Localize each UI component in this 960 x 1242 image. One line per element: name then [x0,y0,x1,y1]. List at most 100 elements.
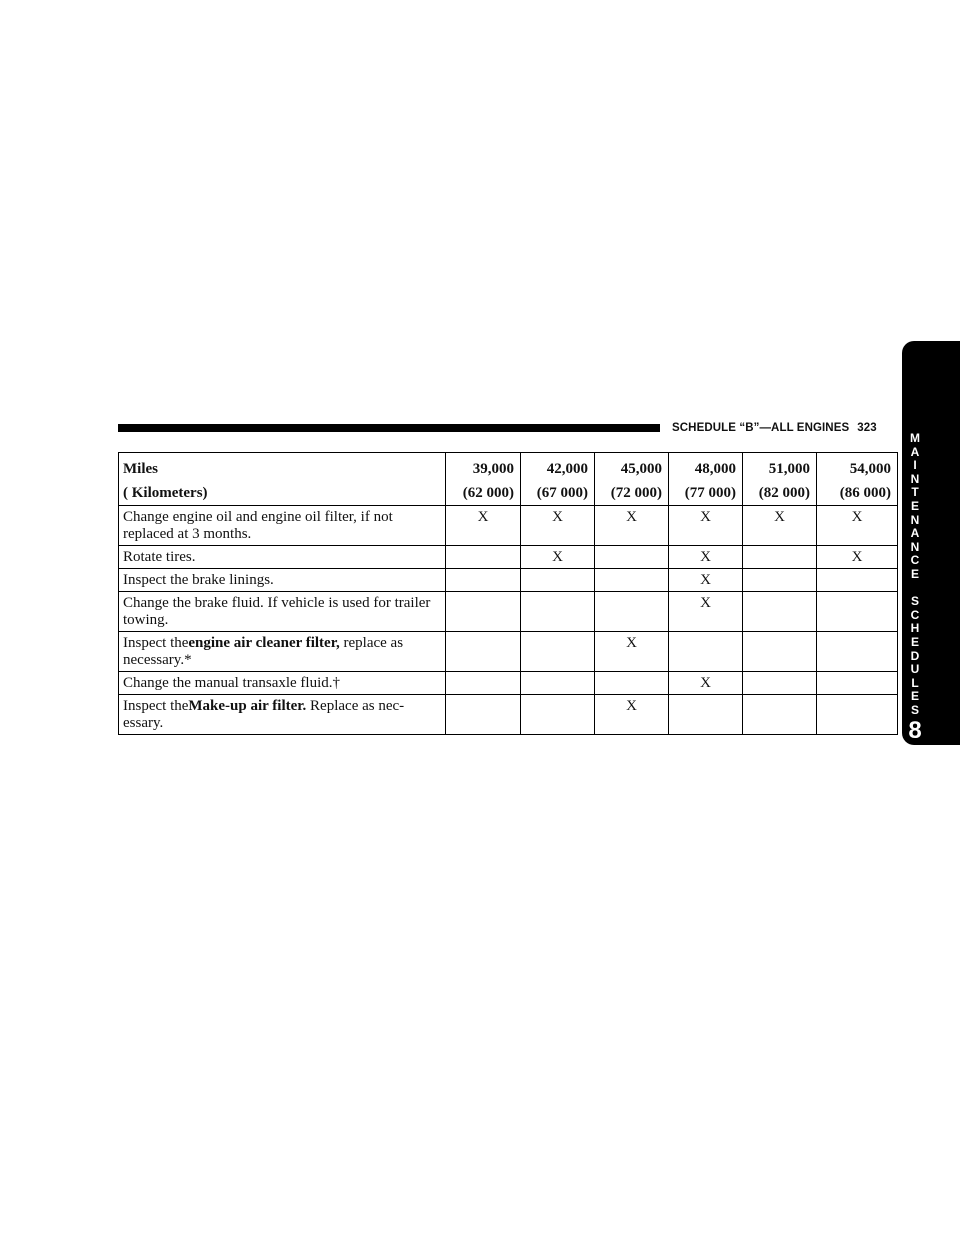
interval-kilometers: (67 000) [536,485,588,501]
task-text: Inspect the brake linings. [123,572,274,588]
service-mark [520,568,595,592]
table-row: Inspect theMake-up air filter. Replace a… [118,694,898,735]
maintenance-task: Inspect theengine air cleaner filter, re… [118,631,446,672]
chapter-tab-letter: A [910,444,920,459]
maintenance-task: Inspect theMake-up air filter. Replace a… [118,694,446,735]
maintenance-task: Rotate tires. [118,545,446,569]
chapter-tab-letter: H [910,621,920,636]
service-mark [594,568,669,592]
chapter-tab-letter: C [910,553,920,568]
service-mark: X [594,505,669,546]
service-mark [445,568,521,592]
chapter-tab-letter [906,582,924,596]
service-mark: X [520,545,595,569]
chapter-tab-letter: E [910,689,919,704]
task-emphasis: Make-up air filter. [188,698,307,714]
interval-kilometers: (72 000) [610,485,662,501]
service-mark [742,545,817,569]
service-mark: X [594,631,669,672]
chapter-tab-letter: A [910,526,920,541]
chapter-number: 8 [908,717,922,744]
chapter-tab-letter: S [910,702,919,717]
kilometers-label: ( Kilometers) [123,485,208,501]
interval-column-header: 45,000 (72 000) [594,452,669,506]
table-row: Change engine oil and engine oil filter,… [118,505,898,546]
service-mark: X [816,545,898,569]
service-mark [520,671,595,695]
interval-column-header: 39,000 (62 000) [445,452,521,506]
task-text: Change engine oil and engine oil filter,… [123,509,393,542]
service-mark: X [668,671,743,695]
chapter-tab-letter: N [910,471,920,486]
interval-miles: 54,000 [849,461,891,477]
service-mark [520,631,595,672]
table-row: Inspect theengine air cleaner filter, re… [118,631,898,672]
chapter-tab-letter: E [910,634,919,649]
interval-column-header: 42,000 (67 000) [520,452,595,506]
maintenance-task: Change the manual transaxle fluid.† [118,671,446,695]
chapter-tab-letter: D [910,648,920,663]
interval-miles: 51,000 [768,461,810,477]
interval-kilometers: (77 000) [684,485,736,501]
service-mark [742,568,817,592]
service-mark [445,545,521,569]
chapter-tab-letter: E [910,498,919,513]
service-mark: X [445,505,521,546]
chapter-tab-letter: E [910,566,919,581]
service-mark [520,591,595,632]
interval-label-header: Miles ( Kilometers) [118,452,446,506]
service-mark [445,631,521,672]
service-mark: X [668,505,743,546]
task-text: Rotate tires. [123,549,196,565]
task-text: Inspect the [123,698,189,714]
interval-column-header: 51,000 (82 000) [742,452,817,506]
interval-kilometers: (82 000) [758,485,810,501]
interval-miles: 45,000 [620,461,662,477]
task-emphasis: engine air cleaner filter, [188,635,340,651]
table-row: Change the brake fluid. If vehicle is us… [118,591,898,632]
chapter-tab-letter: T [911,485,919,500]
service-mark [668,694,743,735]
chapter-tab-letter: L [911,675,919,690]
task-text: Change the manual transaxle fluid.† [123,675,341,691]
maintenance-task: Change engine oil and engine oil filter,… [118,505,446,546]
service-mark: X [668,545,743,569]
chapter-tab-letter: U [910,662,920,677]
interval-kilometers: (86 000) [839,485,891,501]
service-mark [816,631,898,672]
service-mark [816,568,898,592]
maintenance-task: Change the brake fluid. If vehicle is us… [118,591,446,632]
service-mark: X [594,694,669,735]
service-mark [742,694,817,735]
service-mark [742,671,817,695]
chapter-tab-letter: I [913,458,917,473]
service-mark [816,671,898,695]
interval-kilometers: (62 000) [462,485,514,501]
interval-miles: 48,000 [694,461,736,477]
service-mark [445,694,521,735]
task-text-continued: Replace as nec-essary. [123,698,405,731]
service-mark: X [668,568,743,592]
table-row: Change the manual transaxle fluid.† X [118,671,898,695]
service-mark: X [668,591,743,632]
table-row: Inspect the brake linings. X [118,568,898,592]
interval-miles: 42,000 [546,461,588,477]
interval-miles: 39,000 [472,461,514,477]
service-mark [594,545,669,569]
table-header-row: Miles ( Kilometers) 39,000 (62 000) 42,000… [118,452,898,506]
miles-label: Miles [123,461,158,477]
interval-column-header: 54,000 (86 000) [816,452,898,506]
section-title: SCHEDULE “B”—ALL ENGINES [672,422,850,434]
service-mark [445,591,521,632]
chapter-tab-letter: C [910,607,920,622]
chapter-tab-letter: S [910,594,919,609]
service-mark [668,631,743,672]
task-text: Inspect the [123,635,189,651]
header-rule [118,424,660,432]
maintenance-task: Inspect the brake linings. [118,568,446,592]
table-row: Rotate tires. X X X [118,545,898,569]
chapter-tab-letter: N [910,539,920,554]
service-mark: X [816,505,898,546]
